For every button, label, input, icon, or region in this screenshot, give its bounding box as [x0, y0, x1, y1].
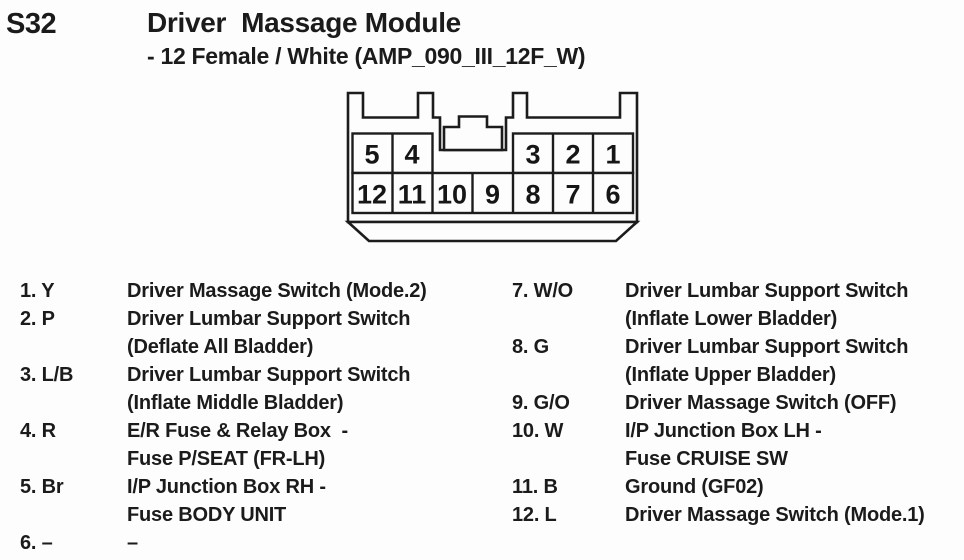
page-title: Driver Massage Module	[147, 7, 461, 38]
cavity-12: 12	[357, 180, 387, 210]
pin-description: Driver Lumbar Support Switch (Inflate Mi…	[127, 364, 411, 414]
pin-row-11: 11. B Ground (GF02)	[512, 473, 925, 501]
cavity-9: 9	[485, 180, 500, 210]
pin-row-5: 5. Br I/P Junction Box RH - Fuse BODY UN…	[20, 473, 427, 529]
pin-label: 5. Br	[20, 476, 64, 498]
pin-row-4: 4. R E/R Fuse & Relay Box - Fuse P/SEAT …	[20, 417, 427, 473]
cavity-5: 5	[364, 140, 379, 170]
cavity-10: 10	[437, 180, 467, 210]
connector-diagram: 5 4 3 2 1 12 11 10 9 8 7 6	[344, 91, 641, 243]
pin-row-10: 10. W I/P Junction Box LH - Fuse CRUISE …	[512, 417, 925, 473]
pin-label: 1. Y	[20, 280, 55, 302]
pin-list-right: 7. W/O Driver Lumbar Support Switch (Inf…	[512, 277, 925, 529]
connector-skirt	[344, 220, 641, 243]
pin-label: 3. L/B	[20, 364, 74, 386]
cavity-6: 6	[605, 180, 620, 210]
pin-label: 6. –	[20, 532, 53, 554]
connector-key	[442, 115, 504, 152]
pin-label: 4. R	[20, 420, 56, 442]
pin-row-3: 3. L/B Driver Lumbar Support Switch (Inf…	[20, 361, 427, 417]
cavity-group-bottom	[351, 171, 635, 215]
cavity-3: 3	[525, 140, 540, 170]
connector-id: S32	[6, 8, 57, 40]
pin-row-7: 7. W/O Driver Lumbar Support Switch (Inf…	[512, 277, 925, 333]
pin-label: 12. L	[512, 504, 557, 526]
pin-description: I/P Junction Box RH - Fuse BODY UNIT	[127, 476, 326, 526]
pin-description: Ground (GF02)	[625, 476, 764, 498]
pin-label: 8. G	[512, 336, 549, 358]
pin-row-2: 2. P Driver Lumbar Support Switch (Defla…	[20, 305, 427, 361]
pin-label: 7. W/O	[512, 280, 574, 302]
cavity-2: 2	[565, 140, 580, 170]
pin-description: Driver Massage Switch (OFF)	[625, 392, 897, 414]
pin-label: 2. P	[20, 308, 55, 330]
pin-description: E/R Fuse & Relay Box - Fuse P/SEAT (FR-L…	[127, 420, 349, 470]
pin-description: –	[127, 532, 138, 554]
pin-row-8: 8. G Driver Lumbar Support Switch (Infla…	[512, 333, 925, 389]
cavity-11: 11	[398, 180, 427, 210]
pin-description: Driver Massage Switch (Mode.1)	[625, 504, 925, 526]
pin-row-12: 12. L Driver Massage Switch (Mode.1)	[512, 501, 925, 529]
pin-description: Driver Massage Switch (Mode.2)	[127, 280, 427, 302]
pin-label: 9. G/O	[512, 392, 570, 414]
cavity-1: 1	[605, 140, 620, 170]
pin-row-9: 9. G/O Driver Massage Switch (OFF)	[512, 389, 925, 417]
pin-description: Driver Lumbar Support Switch (Inflate Lo…	[625, 280, 909, 330]
connector-spec: - 12 Female / White (AMP_090_III_12F_W)	[147, 43, 586, 69]
cavity-group-top-right	[511, 132, 635, 175]
cavity-4: 4	[404, 140, 419, 170]
pin-list-left: 1. Y Driver Massage Switch (Mode.2) 2. P…	[20, 277, 427, 557]
cavity-7: 7	[565, 180, 580, 210]
cavity-8: 8	[525, 180, 540, 210]
pin-row-6: 6. – –	[20, 529, 427, 557]
pin-row-1: 1. Y Driver Massage Switch (Mode.2)	[20, 277, 427, 305]
pin-label: 11. B	[512, 476, 558, 498]
pin-description: I/P Junction Box LH - Fuse CRUISE SW	[625, 420, 822, 470]
pin-description: Driver Lumbar Support Switch (Deflate Al…	[127, 308, 411, 358]
pin-label: 10. W	[512, 420, 564, 442]
pin-description: Driver Lumbar Support Switch (Inflate Up…	[625, 336, 909, 386]
